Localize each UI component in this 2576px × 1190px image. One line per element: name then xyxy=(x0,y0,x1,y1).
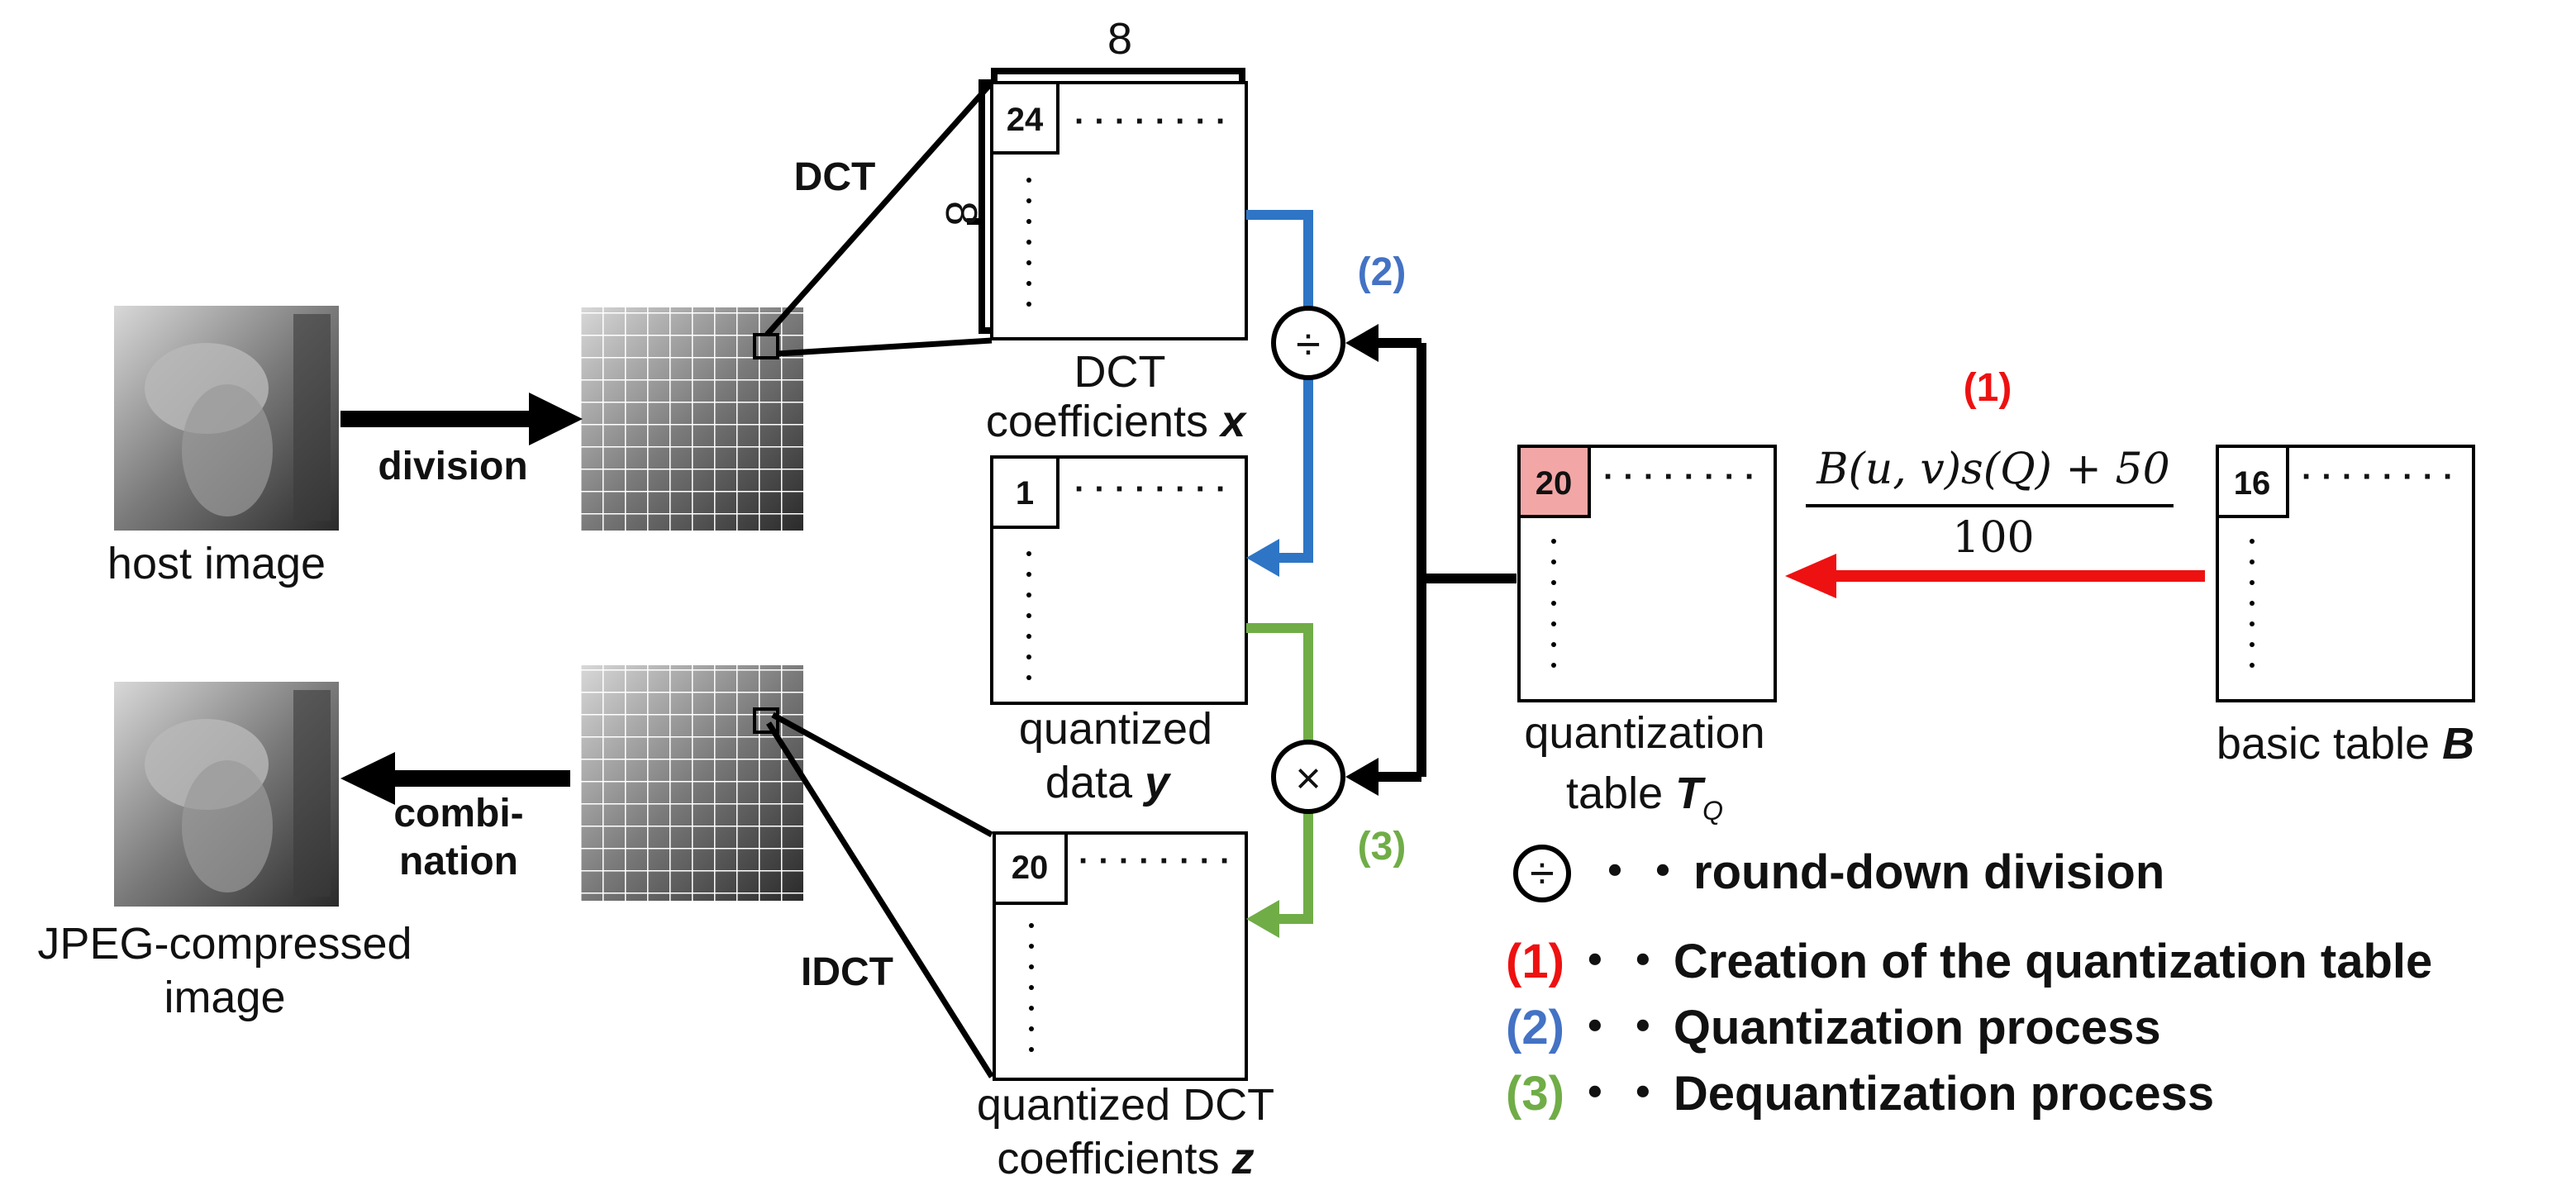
legend-dots-1: ・・ xyxy=(1571,935,1667,988)
host-image xyxy=(114,306,339,531)
legend-step1-row: (1)・・Creation of the quantization table xyxy=(1506,935,2432,988)
dct-zoom-lines xyxy=(764,80,994,357)
dct-first-value: 24 xyxy=(1007,102,1044,138)
dct-var: x xyxy=(1218,397,1247,446)
qdct-matrix-label: quantized DCT xyxy=(977,1080,1274,1130)
basic-var: B xyxy=(2442,719,2474,769)
step1-label: (1) xyxy=(1964,366,2012,410)
legend-step2-num: (2) xyxy=(1506,1001,1564,1054)
jpeg-image-label-line1: JPEG-compressed xyxy=(37,919,412,969)
qdct-label-line2: coefficients xyxy=(997,1134,1231,1183)
quantized-dct-matrix: · · · · · · · · xyxy=(993,831,1248,1081)
dct-col-dots xyxy=(1026,178,1031,307)
basic-table: · · · · · · · · xyxy=(2216,445,2475,702)
dct-label-line2: coefficients xyxy=(986,397,1221,446)
legend: ÷ ・・round-down division (1)・・Creation of… xyxy=(1506,845,2432,1121)
combination-arrow xyxy=(340,752,570,805)
step3-label: (3) xyxy=(1358,825,1407,869)
table-to-operators-connector xyxy=(1345,324,1517,796)
dct-matrix-label: DCT xyxy=(1074,347,1166,397)
combination-label-line2: nation xyxy=(399,840,518,883)
quantized-matrix-label: quantized xyxy=(1019,704,1212,754)
dct-matrix-label2: coefficients x xyxy=(986,397,1247,446)
quantized-var: y xyxy=(1142,758,1172,807)
qtable-label-line2: table xyxy=(1566,769,1675,818)
legend-round-down-row: ・・round-down division xyxy=(1591,845,2164,899)
qtable-label: quantization xyxy=(1524,708,1764,758)
multiply-operator: × xyxy=(1271,740,1345,814)
division-arrow xyxy=(340,393,583,445)
quantized-label-line2: data xyxy=(1045,758,1145,807)
quantization-path xyxy=(1246,210,1313,577)
jpeg-image-label-line2: image xyxy=(164,973,285,1022)
host-image-label: host image xyxy=(107,539,326,588)
qtable-var: T xyxy=(1675,769,1706,818)
legend-dots-2: ・・ xyxy=(1571,1001,1667,1054)
divided-image-bottom xyxy=(581,665,804,901)
size-label-left: 8 xyxy=(936,201,986,226)
legend-divide-operator: ÷ xyxy=(1513,845,1571,902)
legend-round-down-text: round-down division xyxy=(1693,845,2164,899)
formula-numerator: B(u, v)s(Q) + 50 xyxy=(1816,445,2169,494)
qtable-label2: table TQ xyxy=(1566,769,1723,826)
basic-label-prefix: basic table xyxy=(2217,719,2442,769)
divide-operator: ÷ xyxy=(1271,306,1345,380)
qdct-label-line1: quantized DCT xyxy=(977,1080,1274,1130)
qdct-matrix-label2: coefficients z xyxy=(997,1134,1254,1183)
legend-dots-3: ・・ xyxy=(1571,1067,1667,1121)
legend-divide-symbol: ÷ xyxy=(1530,849,1555,898)
dct-label-line1: DCT xyxy=(1074,347,1166,397)
step2-label: (2) xyxy=(1358,250,1407,294)
size-label-top: 8 xyxy=(1107,14,1132,64)
svg-text:· · · · · · · ·: · · · · · · · · xyxy=(2302,459,2454,495)
combination-label-line1: combi- xyxy=(393,792,523,835)
qdct-var: z xyxy=(1231,1134,1255,1183)
quantization-table: · · · · · · · · xyxy=(1517,445,1777,702)
formula-denominator: 100 xyxy=(1952,513,2034,563)
legend-step1-num: (1) xyxy=(1506,935,1564,988)
svg-text:· · · · · · · ·: · · · · · · · · xyxy=(1078,843,1231,879)
legend-step3-text: Dequantization process xyxy=(1674,1067,2214,1121)
svg-text:· · · · · · · ·: · · · · · · · · xyxy=(1074,471,1226,507)
legend-step1-text: Creation of the quantization table xyxy=(1674,935,2432,988)
legend-step3-num: (3) xyxy=(1506,1067,1564,1121)
qdct-first-value: 20 xyxy=(1012,850,1049,886)
legend-step2-text: Quantization process xyxy=(1674,1001,2161,1054)
quantized-matrix-label2: data y xyxy=(1045,758,1172,807)
multiply-symbol: × xyxy=(1295,754,1321,803)
dct-label: DCT xyxy=(794,155,876,199)
qtable-label-line1: quantization xyxy=(1524,708,1764,758)
jpeg-compressed-image xyxy=(114,682,339,907)
qtable-first-value: 20 xyxy=(1536,465,1573,502)
idct-label: IDCT xyxy=(801,950,893,994)
dct-coefficients-matrix: · · · · · · · · xyxy=(967,68,1248,340)
quantized-data-matrix: · · · · · · · · xyxy=(990,455,1248,705)
division-label: division xyxy=(378,445,527,488)
svg-text:· · · · · · · ·: · · · · · · · · xyxy=(1603,459,1755,495)
legend-dots-0: ・・ xyxy=(1591,845,1687,899)
svg-text:· · · · · · · ·: · · · · · · · · xyxy=(1074,103,1226,140)
divide-symbol: ÷ xyxy=(1296,320,1321,369)
quantized-label-line1: quantized xyxy=(1019,704,1212,754)
idct-lines xyxy=(766,712,994,1078)
divided-image-top xyxy=(581,307,804,531)
legend-step2-row: (2)・・Quantization process xyxy=(1506,1001,2161,1054)
basic-first-value: 16 xyxy=(2234,465,2271,502)
basic-table-label: basic table B xyxy=(2217,719,2474,769)
qtable-sub: Q xyxy=(1702,796,1723,826)
creation-arrow xyxy=(1785,554,2205,598)
legend-step3-row: (3)・・Dequantization process xyxy=(1506,1067,2214,1121)
quantized-first-value: 1 xyxy=(1016,475,1034,512)
